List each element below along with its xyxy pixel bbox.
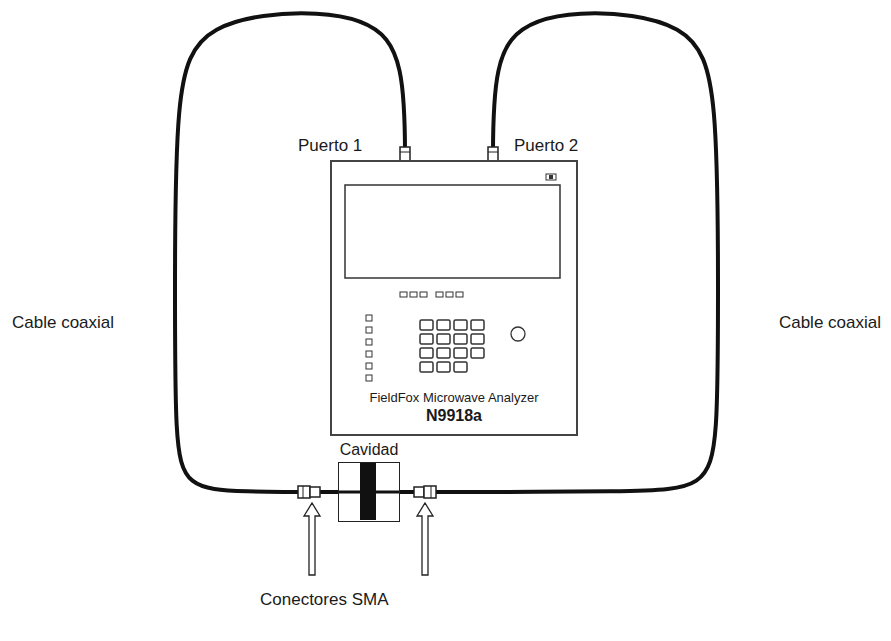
pointer-arrow <box>417 503 433 575</box>
analyzer-device: FieldFox Microwave AnalyzerN9918a <box>330 160 578 436</box>
device-name: FieldFox Microwave Analyzer <box>332 389 576 406</box>
sma-connector <box>414 486 436 498</box>
cavity-block: Cavidad <box>334 440 404 522</box>
connector-label: Conectores SMA <box>258 590 391 610</box>
port-connector <box>488 147 498 161</box>
port-label: Puerto 1 <box>296 136 364 156</box>
port-connector-ring <box>400 152 410 153</box>
port-label: Puerto 2 <box>512 136 580 156</box>
model-number: N9918a <box>332 406 576 426</box>
port-connector-ring <box>488 152 498 153</box>
pointer-arrow <box>304 503 320 575</box>
port-connector <box>400 147 410 161</box>
cable-label: Cable coaxial <box>10 313 116 333</box>
cable-label: Cable coaxial <box>777 313 883 333</box>
cavity-body <box>338 462 400 522</box>
cavity-heading: Cavidad <box>334 440 404 460</box>
sma-connector <box>298 486 320 498</box>
